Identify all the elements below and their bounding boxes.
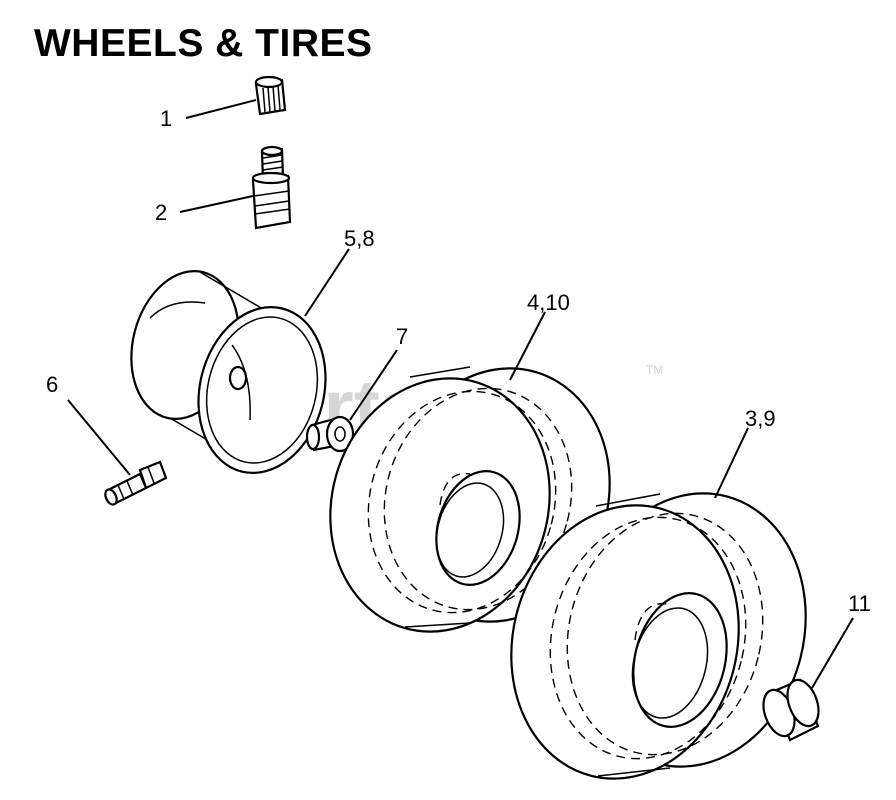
leader-4-10 [509,311,546,381]
callout-4-10[interactable]: 4,10 [527,290,570,315]
leader-7 [349,349,398,421]
hub-cap-icon[interactable] [758,676,825,742]
valve-cap-icon[interactable] [254,75,287,116]
tire-rear-icon[interactable] [483,469,834,800]
callout-3-9[interactable]: 3,9 [745,406,776,431]
diagram-title: WHEELS & TIRES [34,22,373,65]
watermark-trademark: TM [646,363,663,377]
leader-11 [811,617,854,689]
leader-2 [179,195,254,213]
grease-fitting-icon[interactable] [103,460,168,506]
callout-7[interactable]: 7 [396,324,408,349]
valve-stem-icon[interactable] [251,145,292,230]
callout-2[interactable]: 2 [155,200,167,225]
callout-1[interactable]: 1 [160,106,172,131]
leader-6 [67,399,131,476]
callout-6[interactable]: 6 [46,372,58,397]
callout-11[interactable]: 11 [848,591,871,616]
wheel-rim-icon[interactable] [116,260,342,487]
callout-5-8[interactable]: 5,8 [344,226,375,251]
leader-3-9 [714,427,749,499]
leader-1 [185,99,257,119]
leader-5-8 [304,248,350,317]
bushing-icon[interactable] [305,415,355,453]
